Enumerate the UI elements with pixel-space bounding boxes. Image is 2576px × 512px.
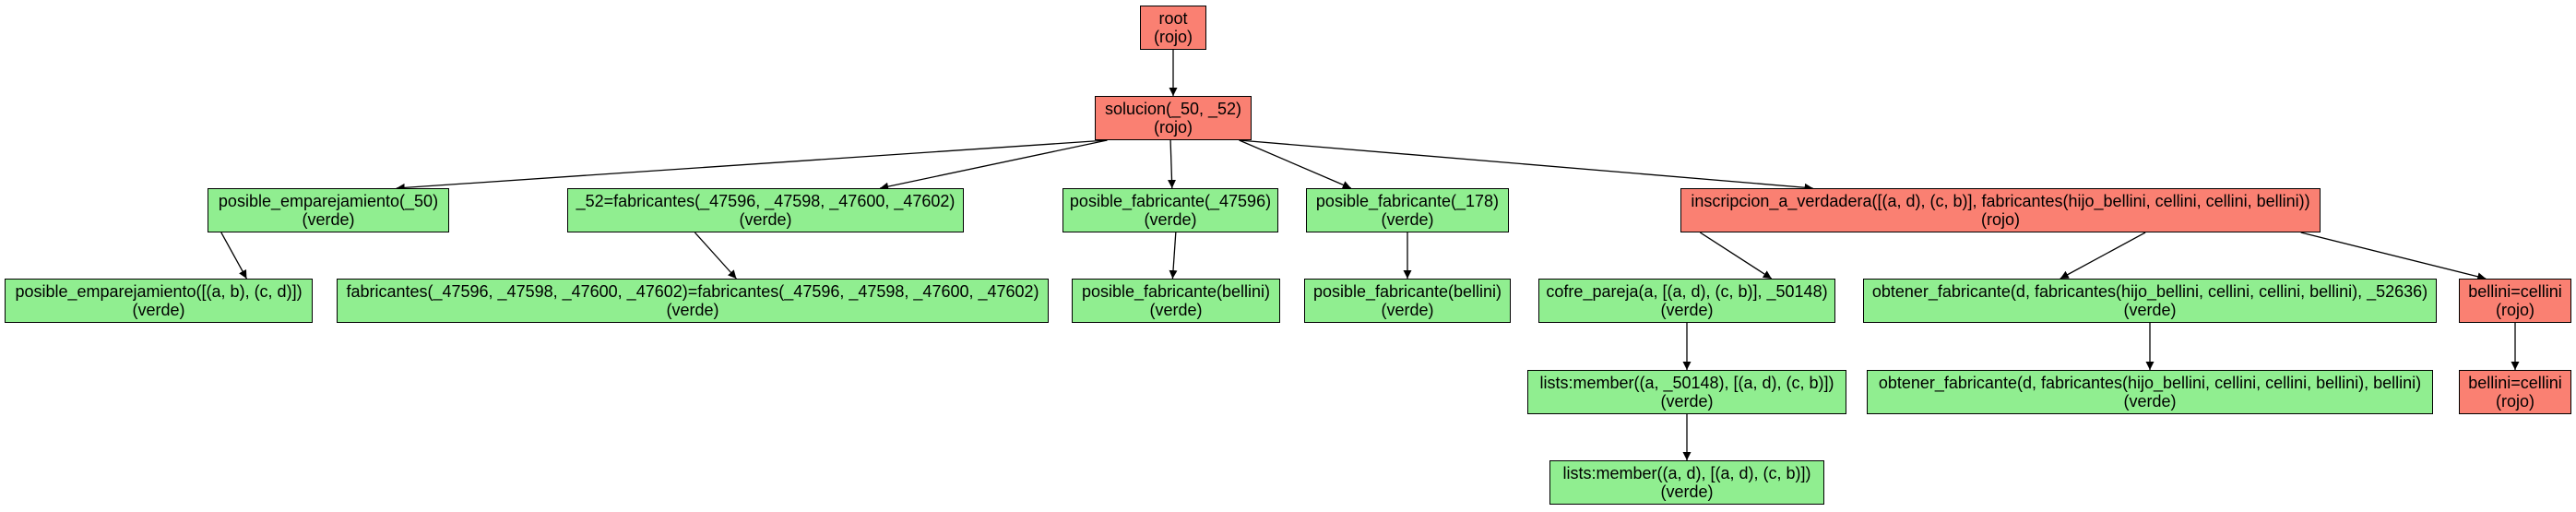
- node-label: bellini=cellini: [2468, 282, 2562, 301]
- node-state: (verde): [739, 210, 792, 229]
- node-posible-fabricante-178: posible_fabricante(_178) (verde): [1306, 188, 1509, 232]
- node-state: (rojo): [1153, 28, 1193, 46]
- node-state: (rojo): [1153, 118, 1193, 137]
- node-inscripcion: inscripcion_a_verdadera([(a, d), (c, b)]…: [1680, 188, 2321, 232]
- node-member-1: lists:member((a, _50148), [(a, d), (c, b…: [1527, 370, 1846, 414]
- edge-posible-fabricante-47596-to-posible-fabricante-bellini-1: [1169, 232, 1178, 280]
- node-posible-emparejamiento-list: posible_emparejamiento([(a, b), (c, d)])…: [5, 279, 313, 323]
- node-solucion: solucion(_50, _52) (rojo): [1095, 96, 1252, 140]
- node-state: (verde): [1144, 210, 1197, 229]
- node-state: (rojo): [2495, 392, 2534, 411]
- node-state: (verde): [1660, 392, 1714, 411]
- node-state: (verde): [2123, 301, 2177, 319]
- node-state: (verde): [1660, 482, 1714, 501]
- node-label: posible_emparejamiento([(a, b), (c, d)]): [15, 282, 303, 301]
- node-label: root: [1158, 9, 1188, 28]
- node-label: obtener_fabricante(d, fabricantes(hijo_b…: [1871, 282, 2428, 301]
- edge-solucion-to-fabricantes-unif: [880, 139, 1108, 191]
- node-state: (verde): [302, 210, 355, 229]
- node-label: _52=fabricantes(_47596, _47598, _47600, …: [576, 192, 956, 210]
- node-bellini-cellini-2: bellini=cellini (rojo): [2459, 370, 2571, 414]
- edge-inscripcion-to-obtener-fabricante: [2060, 232, 2146, 280]
- node-state: (rojo): [2495, 301, 2534, 319]
- node-label: bellini=cellini: [2468, 374, 2562, 392]
- node-bellini-cellini-1: bellini=cellini (rojo): [2459, 279, 2571, 323]
- node-posible-fabricante-47596: posible_fabricante(_47596) (verde): [1062, 188, 1278, 232]
- node-obtener-fabricante-bellini: obtener_fabricante(d, fabricantes(hijo_b…: [1867, 370, 2433, 414]
- node-posible-fabricante-bellini-1: posible_fabricante(bellini) (verde): [1072, 279, 1280, 323]
- node-label: posible_fabricante(_178): [1315, 192, 1500, 210]
- edge-fabricantes-unif-to-fabricantes-eq: [694, 232, 737, 280]
- edge-inscripcion-to-cofre-pareja: [1699, 232, 1773, 280]
- node-state: (verde): [1660, 301, 1714, 319]
- node-state: (verde): [132, 301, 185, 319]
- node-label: lists:member((a, d), [(a, d), (c, b)]): [1562, 464, 1811, 482]
- node-posible-fabricante-bellini-2: posible_fabricante(bellini) (verde): [1304, 279, 1511, 323]
- node-label: posible_fabricante(bellini): [1312, 282, 1502, 301]
- node-state: (verde): [666, 301, 719, 319]
- node-label: posible_emparejamiento(_50): [218, 192, 439, 210]
- node-state: (verde): [1381, 301, 1434, 319]
- edge-solucion-to-posible-emparejamiento: [396, 139, 1108, 192]
- node-state: (verde): [2123, 392, 2177, 411]
- edge-solucion-to-posible-fabricante-178: [1239, 139, 1352, 189]
- node-state: (verde): [1381, 210, 1434, 229]
- node-label: inscripcion_a_verdadera([(a, d), (c, b)]…: [1691, 192, 2310, 210]
- node-obtener-fabricante: obtener_fabricante(d, fabricantes(hijo_b…: [1863, 279, 2437, 323]
- edge-posible-emparejamiento-to-posible-emparejamiento-list: [220, 232, 247, 280]
- node-label: lists:member((a, _50148), [(a, d), (c, b…: [1539, 374, 1834, 392]
- node-state: (rojo): [1980, 210, 2020, 229]
- node-label: posible_fabricante(bellini): [1081, 282, 1271, 301]
- node-posible-emparejamiento: posible_emparejamiento(_50) (verde): [208, 188, 449, 232]
- node-label: posible_fabricante(_47596): [1069, 192, 1272, 210]
- edge-solucion-to-posible-fabricante-47596: [1168, 139, 1177, 189]
- edge-solucion-to-inscripcion: [1239, 139, 1813, 192]
- node-fabricantes-eq: fabricantes(_47596, _47598, _47600, _476…: [337, 279, 1049, 323]
- node-cofre-pareja: cofre_pareja(a, [(a, d), (c, b)], _50148…: [1538, 279, 1835, 323]
- edge-inscripcion-to-bellini-cellini-1: [2300, 232, 2487, 281]
- node-member-2: lists:member((a, d), [(a, d), (c, b)]) (…: [1549, 460, 1824, 505]
- node-label: obtener_fabricante(d, fabricantes(hijo_b…: [1878, 374, 2422, 392]
- node-fabricantes-unif: _52=fabricantes(_47596, _47598, _47600, …: [567, 188, 964, 232]
- node-label: solucion(_50, _52): [1104, 100, 1242, 118]
- node-label: cofre_pareja(a, [(a, d), (c, b)], _50148…: [1546, 282, 1828, 301]
- node-root: root (rojo): [1140, 6, 1206, 50]
- node-label: fabricantes(_47596, _47598, _47600, _476…: [346, 282, 1039, 301]
- node-state: (verde): [1149, 301, 1203, 319]
